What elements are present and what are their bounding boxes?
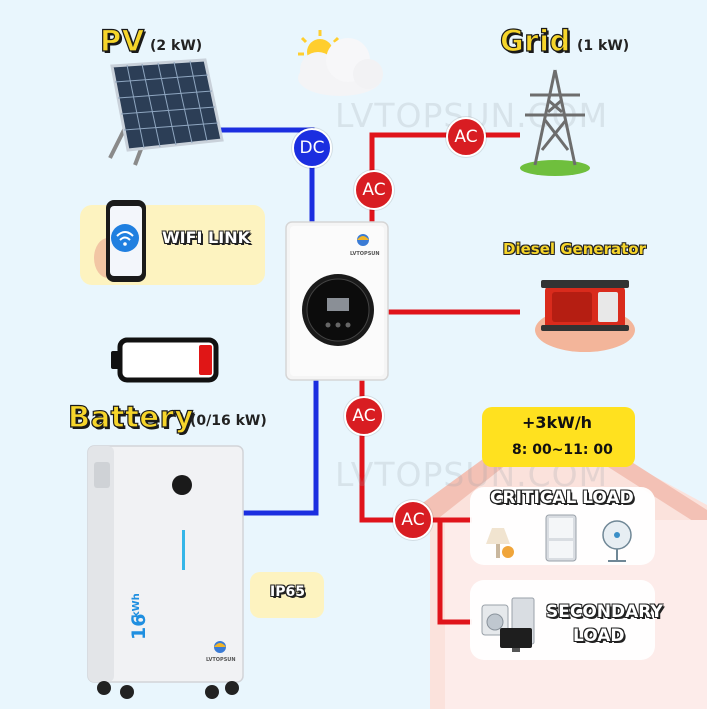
ac-badge-grid: AC xyxy=(446,117,486,157)
battery-logo-text: LVTOPSUN xyxy=(206,657,236,663)
time-card-window: 8: 00~11: 00 xyxy=(512,442,613,458)
battery-title: Battery xyxy=(67,399,194,434)
dc-badge-pv: DC xyxy=(292,128,332,168)
time-card xyxy=(482,407,635,467)
fridge-icon xyxy=(545,514,577,562)
television-icon xyxy=(500,628,532,652)
inverter-logo-text: LVTOPSUN xyxy=(350,251,380,257)
diesel-generator-label: Diesel Generator xyxy=(503,240,646,258)
ac-badge-inverter-top: AC xyxy=(354,170,394,210)
ip65-label: IP65 xyxy=(270,584,305,600)
time-card-power: +3kW/h xyxy=(522,413,593,432)
ac-badge-inverter-bottom: AC xyxy=(344,396,384,436)
battery-power: (0/16 kW) xyxy=(190,413,267,429)
grid-power: (1 kW) xyxy=(577,38,630,54)
ip65-card xyxy=(250,572,324,618)
ac-line-secondary xyxy=(437,520,472,625)
fan-icon xyxy=(602,520,632,562)
pv-power: (2 kW) xyxy=(150,38,203,54)
grid-title: Grid xyxy=(499,23,571,58)
dc-line-battery xyxy=(240,380,319,516)
secondary-load-label-line2: LOAD xyxy=(573,626,625,646)
washing-machine-icon xyxy=(481,604,509,636)
critical-load-label: CRITICAL LOAD xyxy=(490,488,634,508)
pv-title: PV xyxy=(99,23,145,58)
ac-badge-loads: AC xyxy=(393,500,433,540)
wifi-link-label: WIFI LINK xyxy=(162,228,250,247)
secondary-load-label-line1: SECONDARY xyxy=(546,602,663,622)
lamp-icon xyxy=(486,528,514,558)
